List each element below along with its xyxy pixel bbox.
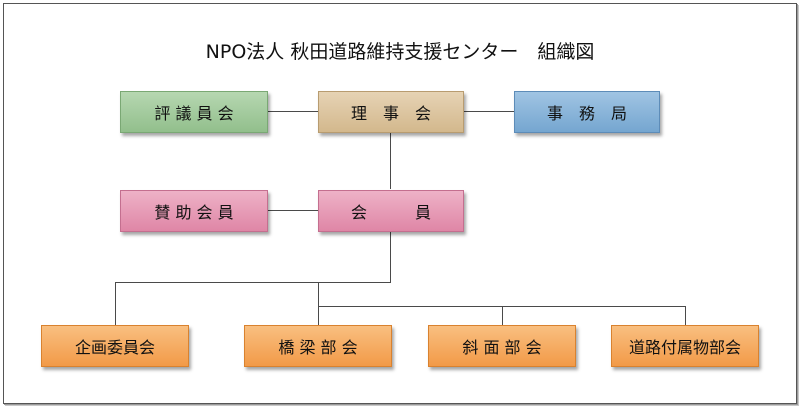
- node-hyogiinkai-label: 評 議 員 会: [154, 104, 234, 123]
- node-rijikai: 理 事 会: [318, 91, 464, 133]
- node-kaiin: 会 員: [318, 190, 464, 232]
- node-sanjo: 賛 助 会 員: [120, 190, 268, 232]
- node-sanjo-label: 賛 助 会 員: [154, 203, 234, 222]
- connector-kikaku-drop: [115, 282, 116, 325]
- connector-kyoryo-drop: [318, 306, 319, 325]
- diagram-title: NPO法人 秋田道路維持支援センター 組織図: [205, 41, 595, 63]
- node-doro: 道路付属物部会: [611, 325, 759, 367]
- connector-upper-horizontal: [115, 282, 391, 283]
- node-rijikai-label: 理 事 会: [350, 104, 431, 123]
- node-jimukyoku: 事 務 局: [514, 91, 660, 133]
- node-kaiin-label: 会 員: [350, 203, 431, 222]
- node-doro-label: 道路付属物部会: [628, 338, 741, 357]
- node-shamen-label: 斜 面 部 会: [462, 338, 542, 357]
- connector-rijikai-jimukyoku: [464, 111, 514, 112]
- connector-doro-drop: [685, 306, 686, 325]
- connector-shamen-drop: [502, 306, 503, 325]
- connector-sanjo-kaiin: [268, 210, 318, 211]
- node-kyoryo: 橋 梁 部 会: [244, 325, 392, 367]
- connector-rijikai-kaiin: [390, 133, 391, 189]
- connector-sub-stem: [318, 282, 319, 306]
- node-kikaku: 企画委員会: [41, 325, 189, 367]
- node-jimukyoku-label: 事 務 局: [546, 104, 627, 123]
- connector-kaiin-down: [390, 231, 391, 282]
- connector-hyogiinkai-rijikai: [268, 111, 318, 112]
- node-kyoryo-label: 橋 梁 部 会: [278, 338, 358, 357]
- node-kikaku-label: 企画委員会: [74, 338, 155, 357]
- node-hyogiinkai: 評 議 員 会: [120, 91, 268, 133]
- node-shamen: 斜 面 部 会: [428, 325, 576, 367]
